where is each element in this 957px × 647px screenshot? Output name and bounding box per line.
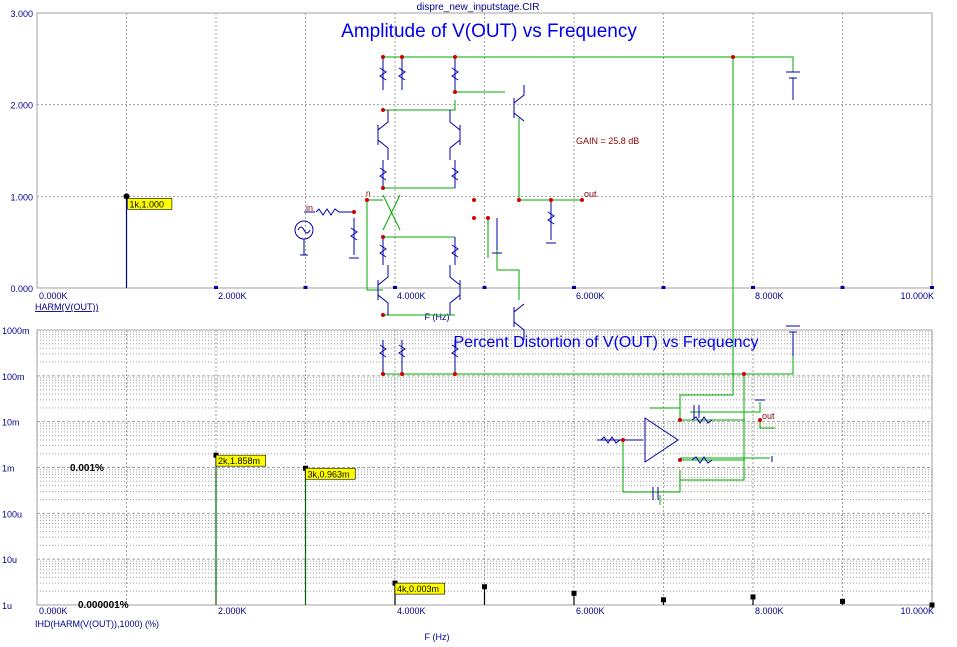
distortion-series: 2k,1.858m 3k,0.963m 4k,0.003m [213, 452, 935, 608]
amplitude-baseline-mark [930, 286, 934, 289]
distortion-x-tick-label: 8.000K [755, 606, 784, 616]
amplitude-series: 1k,1.000 [123, 193, 934, 289]
distortion-y-tick-label: 1u [2, 601, 12, 611]
amplitude-x-tick-label: 10.000K [900, 291, 934, 301]
net-label-n: n [366, 189, 370, 198]
amplitude-baseline-mark [840, 286, 845, 289]
distortion-x-tick-label: 4.000K [397, 606, 426, 616]
schematic-junctions [352, 55, 762, 462]
amplitude-baseline-mark [482, 286, 487, 289]
amplitude-baseline-mark [214, 286, 218, 289]
distortion-data-label-box [394, 582, 446, 595]
amplitude-x-axis-label: F (Hz) [425, 312, 450, 322]
distortion-point [750, 594, 756, 600]
net-label-in: in [306, 203, 313, 213]
amplitude-x-tick-label: 8.000K [755, 291, 784, 301]
window-title: dispre_new_inputstage.CIR [417, 2, 540, 13]
amplitude-data-label: 1k,1.000 [130, 199, 165, 209]
amplitude-baseline-mark [751, 286, 755, 289]
amplitude-y-axis-label: HARM(V(OUT)) [35, 302, 99, 312]
distortion-point [929, 602, 935, 608]
distortion-x-tick-label: 6.000K [576, 606, 605, 616]
distortion-y-tick-label: 10u [2, 555, 17, 565]
amplitude-baseline-mark [661, 286, 666, 289]
schematic-blue-parts [294, 57, 800, 500]
amplitude-x-tick-label: 6.000K [576, 291, 605, 301]
distortion-data-label-box [215, 454, 267, 467]
amplitude-x-tick-label: 0.000K [39, 291, 68, 301]
amplitude-x-tick-label: 2.000K [218, 291, 247, 301]
distortion-point [482, 584, 487, 590]
amplitude-x-ticks: 0.000K 2.000K 4.000K 6.000K 8.000K 10.000K [39, 291, 934, 301]
amplitude-y-tick-label: 2.000 [10, 101, 33, 111]
net-label-out-1: out [584, 189, 597, 199]
distortion-y-axis-label: IHD(HARM(V(OUT)),1000) (%) [35, 619, 159, 629]
distortion-y-tick-label: 1m [2, 464, 15, 474]
distortion-grid [37, 330, 932, 605]
amplifier-schematic: GAIN = 25.8 dB in out out n [294, 55, 800, 505]
amplitude-grid [37, 13, 932, 288]
amplitude-chart: 0.000 1.000 2.000 3.000 0.000K 2.000K 4.000K 6… [10, 9, 934, 322]
amplitude-baseline-mark [303, 286, 308, 289]
amplitude-y-ticks: 0.000 1.000 2.000 3.000 [10, 9, 33, 294]
distortion-x-ticks: 0.000K 2.000K 4.000K 6.000K 8.000K 10.000K [39, 606, 934, 616]
distortion-point [840, 598, 845, 604]
amplitude-data-label-box [127, 198, 173, 210]
net-label-out-2: out [762, 411, 775, 421]
distortion-y-tick-label: 1000m [2, 326, 30, 336]
distortion-y-tick-label: 100u [2, 509, 22, 519]
distortion-point [661, 597, 666, 603]
amplitude-point [123, 193, 130, 200]
amplitude-y-tick-label: 3.000 [10, 9, 33, 19]
distortion-x-tick-label: 2.000K [218, 606, 247, 616]
distortion-x-axis-label: F (Hz) [425, 632, 450, 642]
amplitude-chart-title: Amplitude of V(OUT) vs Frequency [341, 21, 637, 42]
amplitude-y-tick-label: 1.000 [10, 192, 33, 202]
distortion-point [571, 590, 577, 596]
distortion-x-tick-label: 10.000K [900, 606, 934, 616]
amplitude-x-tick-label: 4.000K [397, 291, 426, 301]
distortion-data-label: 2k,1.858m [218, 456, 260, 466]
distortion-chart-title: Percent Distortion of V(OUT) vs Frequenc… [454, 334, 759, 351]
annotation-0-001-percent: 0.001% [70, 463, 104, 474]
amplitude-baseline-mark [393, 286, 397, 289]
distortion-y-ticks: 1000m 100m 10m 1m 100u 10u 1u [2, 326, 30, 611]
distortion-y-tick-label: 100m [2, 372, 25, 382]
gain-label: GAIN = 25.8 dB [576, 136, 639, 146]
distortion-data-label: 4k,0.003m [397, 584, 439, 594]
distortion-chart: 1000m 100m 10m 1m 100u 10u 1u 0.000K 2.000K 4.00… [2, 326, 935, 642]
distortion-data-label-box [305, 467, 356, 480]
distortion-y-tick-label: 10m [2, 418, 20, 428]
distortion-x-tick-label: 0.000K [39, 606, 68, 616]
amplitude-y-tick-label: 0.000 [10, 284, 33, 294]
amplitude-baseline-mark [572, 286, 576, 289]
distortion-data-label: 3k,0.963m [308, 469, 350, 479]
schematic-green-wires [366, 56, 794, 505]
annotation-0-000001-percent: 0.000001% [78, 600, 129, 611]
